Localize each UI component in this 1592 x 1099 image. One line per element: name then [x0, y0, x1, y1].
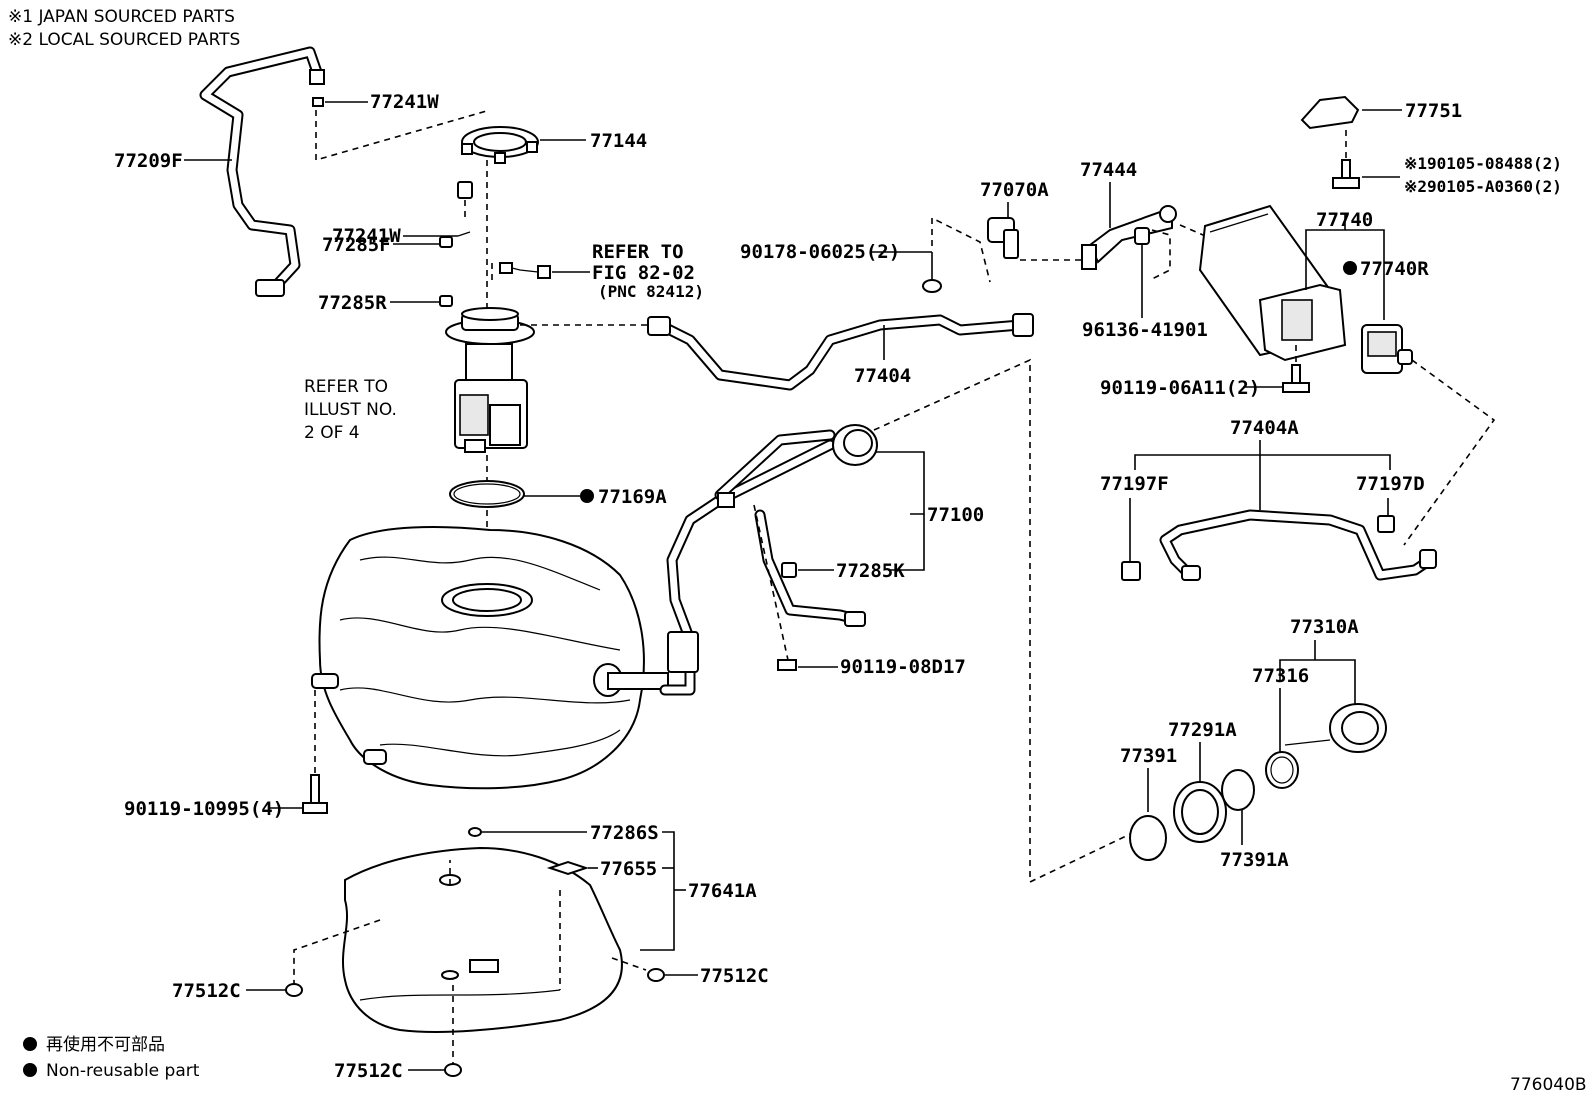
label-90178-06025[interactable]: 90178-06025(2) — [740, 241, 900, 263]
evap-hose-77404a-drawing — [1121, 509, 1437, 581]
fuel-cap-77310a-drawing — [1284, 703, 1387, 753]
label-77655[interactable]: 77655 — [600, 858, 657, 880]
label-77740[interactable]: 77740 — [1316, 209, 1373, 231]
label-77285r[interactable]: 77285R — [318, 292, 387, 314]
label-90105-08488[interactable]: ※190105-08488(2) — [1404, 154, 1562, 173]
filler-pipe-77100-drawing — [659, 424, 878, 696]
label-77512c-left[interactable]: 77512C — [172, 980, 241, 1002]
legend-dot-icon — [23, 1037, 37, 1051]
label-77444[interactable]: 77444 — [1080, 159, 1137, 181]
gasket-77169a-drawing — [449, 480, 525, 508]
japan-sourced-note: ※1 JAPAN SOURCED PARTS — [8, 7, 235, 27]
label-77100[interactable]: 77100 — [927, 504, 984, 526]
label-77070a[interactable]: 77070A — [980, 179, 1049, 201]
refer-illust-line2[interactable]: ILLUST NO. — [304, 400, 397, 420]
legend-dot-icon — [23, 1063, 37, 1077]
label-77641a[interactable]: 77641A — [688, 880, 757, 902]
label-90105-a0360[interactable]: ※290105-A0360(2) — [1404, 177, 1562, 196]
label-90119-06a11[interactable]: 90119-06A11(2) — [1100, 377, 1260, 399]
tank-protector-77641a-drawing — [341, 846, 623, 1033]
label-77197d[interactable]: 77197D — [1356, 473, 1425, 495]
label-96136-41901[interactable]: 96136-41901 — [1082, 319, 1208, 341]
charcoal-canister-77740-drawing — [1198, 204, 1347, 362]
legend-jp: 再使用不可部品 — [46, 1034, 165, 1055]
fuel-tube-77404-drawing — [647, 313, 1034, 391]
filler-cap-ring-77291a-drawing — [1173, 781, 1227, 843]
label-77241w-top[interactable]: 77241W — [370, 91, 439, 113]
label-77291a[interactable]: 77291A — [1168, 719, 1237, 741]
label-77197f[interactable]: 77197F — [1100, 473, 1169, 495]
packing-77391-drawing — [1129, 815, 1167, 861]
label-77404[interactable]: 77404 — [854, 365, 911, 387]
legend-en: Non-reusable part — [46, 1061, 200, 1081]
label-77751[interactable]: 77751 — [1405, 100, 1462, 122]
label-77404a[interactable]: 77404A — [1230, 417, 1299, 439]
refer-fig-line1: REFER TO — [592, 241, 684, 263]
refer-illust-line3: 2 OF 4 — [304, 423, 360, 443]
figure-id: 776040B — [1510, 1075, 1587, 1095]
label-77285f[interactable]: 77285F — [322, 234, 391, 256]
bracket-77444-drawing — [1081, 205, 1177, 270]
canister-filter-77740r-drawing — [1361, 324, 1413, 374]
label-77286s[interactable]: 77286S — [590, 822, 659, 844]
label-77512c-bottom[interactable]: 77512C — [334, 1060, 403, 1082]
non-reusable-dot-icon — [580, 489, 594, 503]
refer-illust-line1: REFER TO — [304, 377, 388, 397]
label-77391a[interactable]: 77391A — [1220, 849, 1289, 871]
bracket-77751-drawing — [1300, 95, 1360, 130]
refer-fig-line3: (PNC 82412) — [598, 282, 704, 301]
label-77310a[interactable]: 77310A — [1290, 616, 1359, 638]
label-90119-08d17[interactable]: 90119-08D17 — [840, 656, 966, 678]
retainer-ring-77144-drawing — [461, 126, 539, 164]
label-77169a[interactable]: 77169A — [598, 486, 667, 508]
non-reusable-dot-icon — [1343, 261, 1357, 275]
label-77241w-mid[interactable]: 77241W — [332, 225, 401, 247]
label-77316[interactable]: 77316 — [1252, 665, 1309, 687]
fuel-tank-drawing — [311, 526, 669, 790]
fuel-pump-module-drawing — [445, 307, 535, 453]
label-77144[interactable]: 77144 — [590, 130, 647, 152]
label-77391[interactable]: 77391 — [1120, 745, 1177, 767]
label-77209f[interactable]: 77209F — [114, 150, 183, 172]
local-sourced-note: ※2 LOCAL SOURCED PARTS — [8, 30, 240, 50]
packing-77391a-drawing — [1221, 769, 1255, 811]
fuel-pipe-77209f-drawing — [199, 46, 325, 297]
refer-fig-line2[interactable]: FIG 82-02 — [592, 262, 695, 284]
label-77740r[interactable]: 77740R — [1360, 258, 1429, 280]
label-77285k[interactable]: 77285K — [836, 560, 905, 582]
label-90119-10995[interactable]: 90119-10995(4) — [124, 798, 284, 820]
label-77512c-right[interactable]: 77512C — [700, 965, 769, 987]
